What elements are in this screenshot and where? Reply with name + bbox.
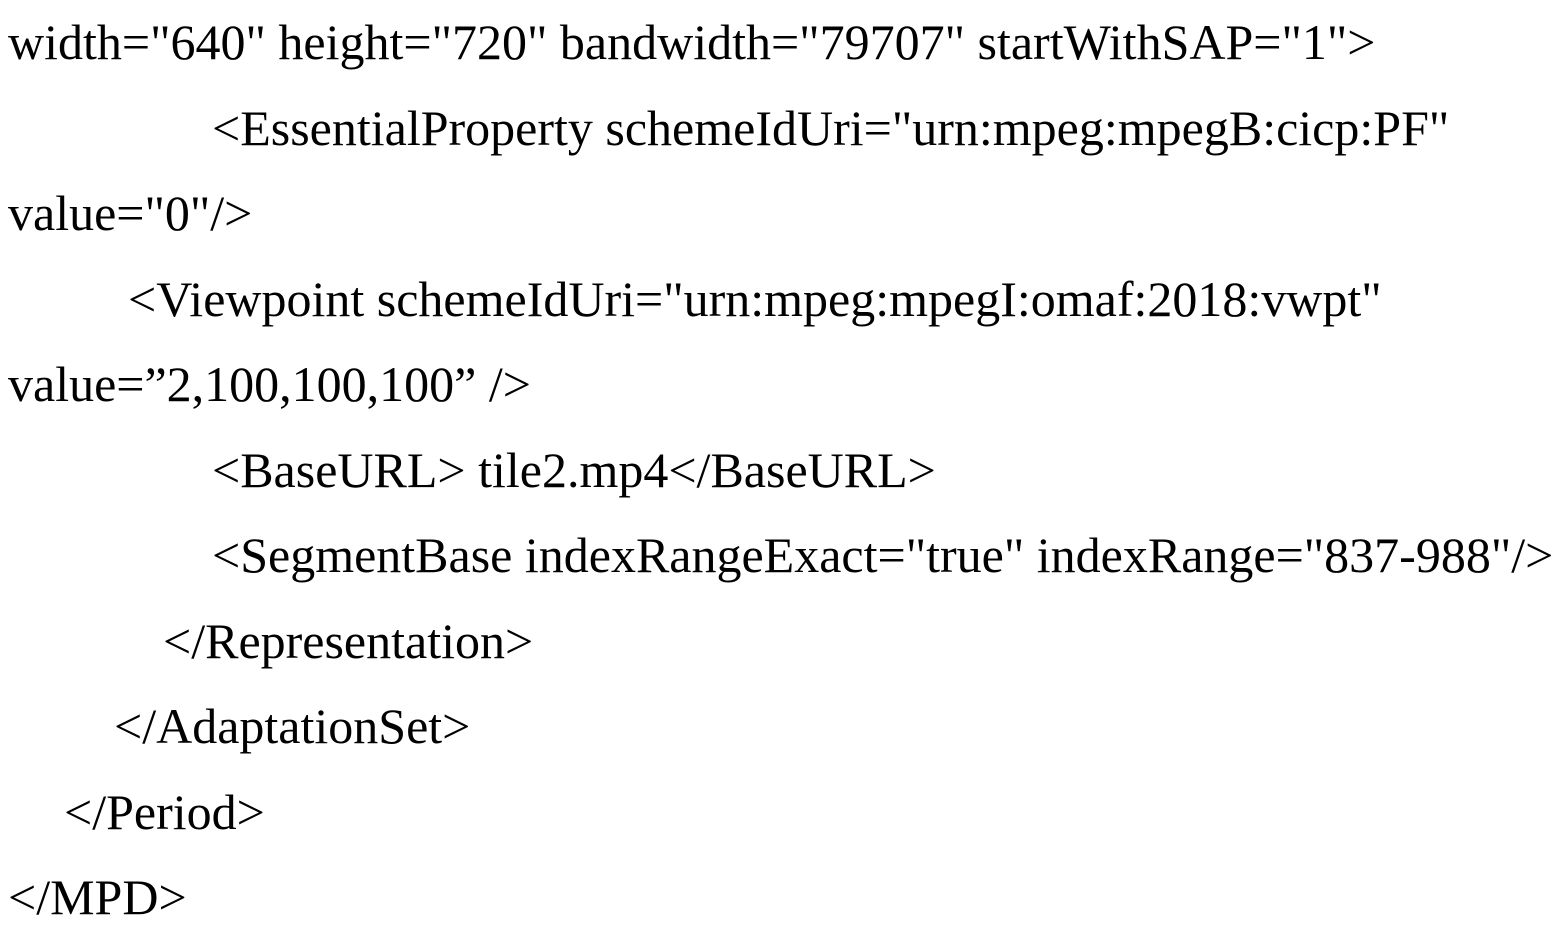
code-line-text: width="640" height="720" bandwidth="7970…	[8, 14, 1376, 70]
code-line-text: value=”2,100,100,100” />	[8, 356, 531, 412]
code-line: </MPD>	[0, 855, 1567, 928]
code-line-text: value="0"/>	[8, 185, 253, 241]
code-line: </Representation>	[0, 599, 1567, 685]
code-line-text: </Representation>	[163, 612, 534, 669]
code-line-text: <SegmentBase indexRangeExact="true" inde…	[212, 527, 1554, 583]
code-line: value=”2,100,100,100” />	[0, 342, 1567, 428]
code-line: width="640" height="720" bandwidth="7970…	[0, 0, 1567, 86]
code-line-text: </AdaptationSet>	[114, 698, 471, 754]
code-line: <SegmentBase indexRangeExact="true" inde…	[0, 513, 1567, 599]
code-line: </Period>	[0, 770, 1567, 856]
code-line: value="0"/>	[0, 171, 1567, 257]
code-line: <Viewpoint schemeIdUri="urn:mpeg:mpegI:o…	[0, 257, 1567, 343]
code-line-text: <Viewpoint schemeIdUri="urn:mpeg:mpegI:o…	[128, 270, 1382, 327]
code-line: </AdaptationSet>	[0, 684, 1567, 770]
code-line-text: <BaseURL> tile2.mp4</BaseURL>	[212, 441, 936, 498]
code-line: <EssentialProperty schemeIdUri="urn:mpeg…	[0, 86, 1567, 172]
code-line: <BaseURL> tile2.mp4</BaseURL>	[0, 428, 1567, 514]
code-line-text: </Period>	[64, 783, 265, 840]
code-line-text: </MPD>	[8, 869, 187, 925]
code-line-text: <EssentialProperty schemeIdUri="urn:mpeg…	[212, 99, 1450, 156]
